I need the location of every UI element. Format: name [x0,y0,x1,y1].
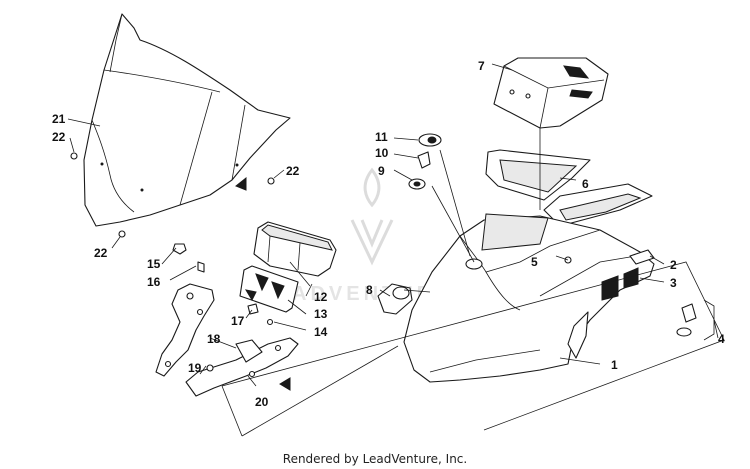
callout-3: 3 [670,276,677,290]
callout-19: 19 [188,361,202,375]
windshield-screws [70,152,275,238]
windshield [83,13,291,227]
callout-4: 4 [718,332,725,346]
callout-5: 5 [531,255,538,269]
render-credit: Rendered by LeadVenture, Inc. [282,452,468,466]
callout-12: 12 [314,290,328,304]
callout-22: 22 [52,130,66,144]
arrow-marker-bracket [279,377,291,391]
callout-22: 22 [94,246,108,260]
callout-2: 2 [670,258,677,272]
callout-17: 17 [231,314,245,328]
callout-21: 21 [52,112,66,126]
callout-9: 9 [378,164,385,178]
leader-lines [67,63,719,387]
right-hardware [629,249,697,337]
gauge [253,221,337,287]
vent-panels [485,149,653,227]
callout-20: 20 [255,395,269,409]
mount-bracket-left [155,283,215,377]
callout-16: 16 [147,275,161,289]
callout-8: 8 [366,283,373,297]
callout-labels: 21 22 22 22 15 16 17 12 13 14 18 19 20 8… [52,59,725,409]
storage-box [493,57,609,129]
callout-18: 18 [207,332,221,346]
callout-1: 1 [611,358,618,372]
callout-22: 22 [286,164,300,178]
hood [403,213,655,383]
mount-bracket-lower [185,337,299,397]
arrow-marker-windshield [235,176,247,191]
hood-frame [221,261,725,437]
gauge-bracket [239,265,299,313]
callout-11: 11 [375,130,388,144]
callout-10: 10 [375,146,389,160]
callout-14: 14 [314,325,328,339]
callout-13: 13 [314,307,328,321]
small-fittings [408,133,442,190]
callout-7: 7 [478,59,485,73]
callout-6: 6 [582,177,589,191]
callout-15: 15 [147,257,161,271]
